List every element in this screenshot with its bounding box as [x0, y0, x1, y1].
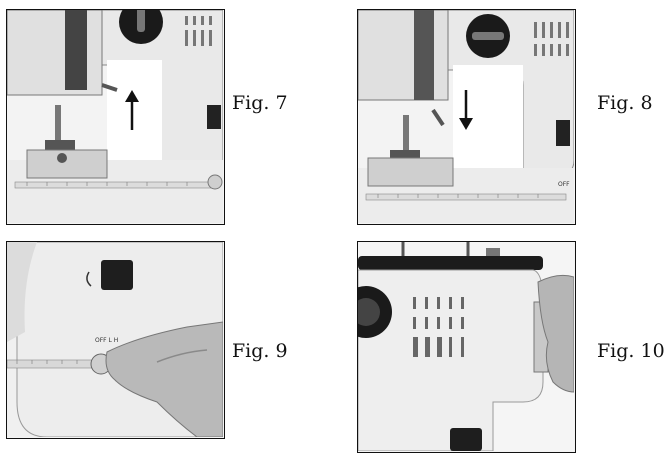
bobbin-cover-icon	[450, 428, 482, 451]
figure-7-image	[6, 9, 225, 225]
figure-9-caption: Fig. 9	[232, 340, 288, 362]
bobbin-cover-icon	[101, 260, 133, 290]
figure-8-caption: Fig. 8	[597, 92, 653, 114]
figure-7-caption: Fig. 7	[232, 92, 288, 114]
switch-label: OFF L H	[95, 337, 118, 344]
figure-8-image: OFF	[357, 9, 576, 225]
arrow-up-icon	[125, 90, 139, 130]
arrow-down-icon	[459, 90, 473, 130]
figure-9-image: OFF L H	[6, 241, 225, 439]
switch-label: OFF	[558, 181, 570, 188]
figure-10-image	[357, 241, 576, 453]
figure-10-caption: Fig. 10	[597, 340, 665, 362]
